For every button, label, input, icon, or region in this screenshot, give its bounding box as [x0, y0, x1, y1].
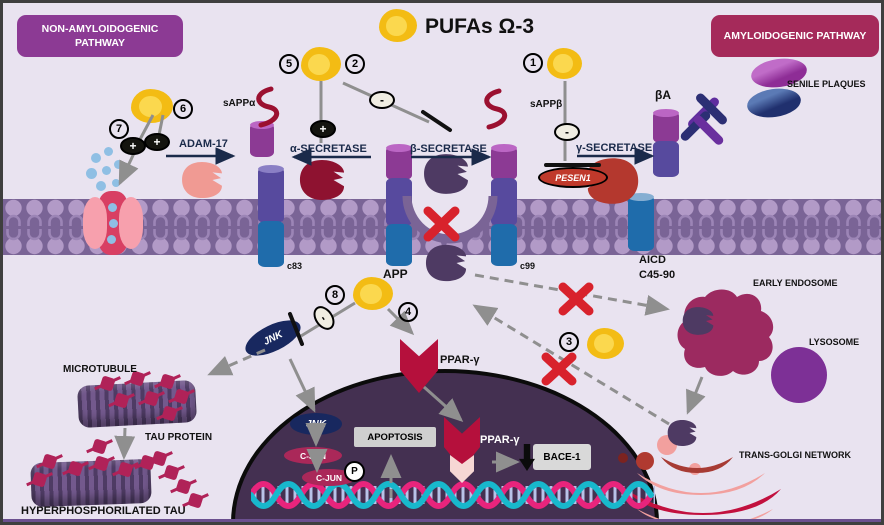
endosome-bace-enzyme — [682, 307, 714, 335]
senile-plaque-disc-navy — [745, 85, 803, 121]
step-1-badge: 1 — [523, 53, 543, 73]
trans-golgi-label: TRANS-GOLGI NETWORK — [739, 450, 851, 460]
minus-sign: - — [369, 91, 395, 109]
sappb-label: sAPPβ — [530, 99, 563, 110]
plus-sign: + — [310, 120, 336, 138]
phospho-label: P — [351, 466, 358, 477]
ppar-gamma-nucleus-label: PPAR-γ — [480, 434, 520, 446]
alpha-secretase-label: α-SECRETASE — [290, 143, 367, 155]
jnk-oval-cytosol: JNK — [240, 313, 306, 363]
jnk-inner-label: JNK — [305, 418, 326, 430]
trans-golgi-shape — [618, 435, 781, 522]
pufa-blob-step2-5 — [301, 47, 341, 81]
plus-sign: + — [120, 137, 146, 155]
sappa-fragment-cylinder — [250, 121, 274, 157]
lysosome-shape — [771, 347, 827, 403]
lysosome-label: LYSOSOME — [809, 337, 860, 347]
pufa-blob-step6-7 — [131, 89, 173, 123]
beta-secretase-label: β-SECRETASE — [410, 143, 487, 155]
cjun-label: C-JUN — [300, 450, 326, 461]
adam17-enzyme — [182, 161, 222, 199]
step-5-badge: 5 — [279, 54, 299, 74]
minus-sign: - — [554, 123, 580, 141]
tau-square — [91, 438, 108, 455]
step-3-badge: 3 — [559, 332, 579, 352]
pufa-blob-step3 — [587, 328, 624, 359]
pufa-blob-title — [379, 9, 417, 42]
adam17-label: ADAM-17 — [179, 138, 228, 150]
step-2-badge: 2 — [345, 54, 365, 74]
cjun-oval: C-JUN — [284, 447, 342, 464]
ion-dot — [102, 166, 111, 175]
tau-protein-label: TAU PROTEIN — [145, 432, 213, 443]
microtubule-label: MICROTUBULE — [63, 364, 137, 375]
step-7-badge: 7 — [109, 119, 129, 139]
aicd-line1: AICD — [639, 254, 666, 266]
app-cylinder — [386, 144, 412, 266]
apoptosis-label: APOPTOSIS — [367, 431, 423, 443]
phospho-badge: P — [344, 461, 365, 482]
beta-secretase-released-enzyme — [425, 244, 467, 282]
gamma-secretase-label: γ-SECRETASE — [576, 142, 653, 154]
aicd-cylinder — [628, 193, 654, 251]
pufa-blob-step1 — [547, 48, 582, 79]
ion-channel — [83, 191, 143, 255]
bace1-box: BACE-1 — [533, 444, 591, 470]
jnk-outer-label: JNK — [261, 328, 285, 348]
c99-label: c99 — [520, 261, 536, 271]
ppar-gamma-cytosol-label: PPAR-γ — [440, 354, 480, 366]
beta-secretase-enzyme — [424, 154, 468, 194]
gamma-secretase-enzyme — [587, 158, 639, 204]
bace1-label: BACE-1 — [543, 451, 581, 463]
amyloidogenic-header: AMYLOIDOGENIC PATHWAY — [711, 15, 879, 57]
step-4-badge: 4 — [398, 302, 418, 322]
amyloidogenic-header-label: AMYLOIDOGENIC PATHWAY — [723, 29, 867, 42]
c99-cylinder — [491, 144, 517, 266]
beta-amyloid-label: βA — [655, 88, 671, 102]
sappa-label: sAPPα — [223, 98, 256, 109]
pesen1-label: PESEN1 — [555, 172, 591, 183]
step-8-badge: 8 — [325, 285, 345, 305]
beta-amyloid-cylinder — [653, 109, 679, 177]
ion-dot — [96, 181, 106, 191]
non-amyloidogenic-header-label: NON-AMYLOIDOGENIC PATHWAY — [41, 22, 159, 49]
ion-dot — [104, 147, 113, 156]
pufa-blob-step4-8 — [353, 277, 393, 310]
cjun-p-label: C-JUN — [316, 472, 342, 483]
step-6-badge: 6 — [173, 99, 193, 119]
senile-plaques-label: SENILE PLAQUES — [787, 79, 866, 89]
detached-tau-square — [163, 464, 180, 481]
hyperphosphorylated-tau-label: HYPERPHOSPHORILATED TAU — [21, 505, 186, 517]
minus-sign: - — [309, 302, 339, 334]
aicd-line2: C45-90 — [639, 269, 676, 282]
detached-tau-square — [175, 478, 192, 495]
apoptosis-box: APOPTOSIS — [354, 427, 436, 447]
ion-dot — [86, 168, 97, 179]
non-amyloidogenic-header: NON-AMYLOIDOGENIC PATHWAY — [17, 15, 183, 57]
diagram-title: PUFAs Ω-3 — [425, 15, 535, 38]
app-label: APP — [383, 267, 408, 281]
c83-label: c83 — [287, 261, 303, 271]
dna-helix — [251, 481, 655, 509]
ion-dot — [91, 153, 101, 163]
aicd-label: AICD C45-90 — [639, 253, 675, 284]
plus-sign: + — [144, 133, 170, 151]
cjun-phospho-oval: C-JUN — [302, 469, 356, 486]
alpha-secretase-enzyme — [299, 160, 345, 200]
detached-tau-square — [187, 492, 204, 509]
c83-cylinder — [258, 165, 284, 267]
jnk-oval-nucleus: JNK — [290, 413, 342, 435]
ion-dot — [114, 160, 123, 169]
bottom-border-accent — [3, 519, 881, 522]
pesen1-oval: PESEN1 — [538, 167, 608, 188]
golgi-bace-enzyme — [667, 420, 697, 446]
ion-dot — [112, 179, 120, 187]
early-endosome-label: EARLY ENDOSOME — [753, 278, 838, 288]
